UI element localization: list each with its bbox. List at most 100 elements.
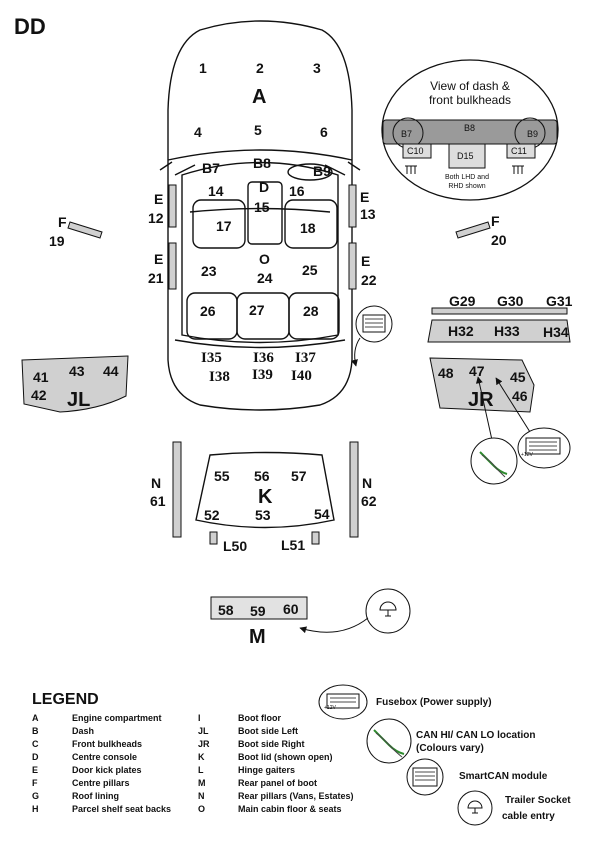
dash-note-1: Both LHD and: [445, 174, 489, 181]
boot-side-left: 41 43 44 42 JL: [21, 355, 129, 413]
label-13: 13: [360, 206, 376, 222]
label-25: 25: [302, 262, 318, 278]
smartcan-inset: [351, 305, 393, 367]
legend-col2: I Boot floor JL Boot side Left JR Boot s…: [198, 713, 354, 814]
legend-can-sub: (Colours vary): [416, 743, 484, 754]
label-area-d: D: [259, 179, 269, 195]
fusebox-icon-lines-jr: [529, 441, 557, 451]
label-22: 22: [361, 272, 377, 288]
legend-desc-b: Dash: [72, 726, 94, 736]
parcel-shelf-shape: [427, 319, 571, 343]
label-3: 3: [313, 60, 321, 76]
legend-desc-l: Hinge gaiters: [238, 765, 295, 775]
legend-can-label: CAN HI/ CAN LO location: [416, 730, 535, 741]
label-41: 41: [33, 369, 49, 385]
label-n-right: N: [362, 475, 372, 491]
smartcan-legend-icon: [406, 758, 444, 796]
legend-key-jr: JR: [198, 739, 210, 749]
label-i35: I35: [201, 350, 222, 366]
can-wire-dark: [481, 454, 506, 478]
legend-key-o: O: [198, 804, 205, 814]
page-title: DD: [14, 14, 46, 39]
centre-pillars: F 19 F 20: [49, 213, 507, 249]
dash-view-title-2: front bulkheads: [429, 93, 511, 107]
smartcan-icon: [362, 314, 386, 333]
dash-view-inset: View of dash & front bulkheads B7 B8 B9 …: [381, 59, 559, 201]
label-h32: H32: [448, 323, 474, 339]
label-57: 57: [291, 468, 307, 484]
can-legend-icon: [366, 718, 412, 764]
legend-desc-n: Rear pillars (Vans, Estates): [238, 791, 354, 801]
label-52: 52: [204, 507, 220, 523]
smartcan-arrow: [351, 337, 361, 367]
boot-side-left-shape: [21, 355, 129, 413]
dash-label-b8: B8: [464, 123, 475, 133]
label-59: 59: [250, 603, 266, 619]
can-arrow-jr: [475, 376, 493, 441]
label-area-a: A: [252, 86, 266, 108]
label-4: 4: [194, 124, 202, 140]
legend-key-d: D: [32, 752, 39, 762]
label-28: 28: [303, 303, 319, 319]
label-23: 23: [201, 263, 217, 279]
hinge-right-shape: [311, 531, 320, 545]
legend-key-m: M: [198, 778, 206, 788]
smartcan-legend-box: [412, 767, 438, 787]
label-56: 56: [254, 468, 270, 484]
fusebox-inset-jr: +12V: [517, 427, 571, 469]
rear-panel-section: 58 59 60 M: [210, 588, 411, 648]
legend-desc-m: Rear panel of boot: [238, 778, 317, 788]
label-e-left-bottom: E: [154, 251, 163, 267]
label-19: 19: [49, 233, 65, 249]
dash-label-b9: B9: [527, 129, 538, 139]
legend-trailer-sub: cable entry: [502, 811, 555, 822]
label-54: 54: [314, 506, 330, 522]
kick-plate-shapes: [168, 184, 357, 290]
seat-front-right: [284, 199, 338, 249]
rear-pillar-right: [349, 441, 359, 538]
b9-highlight: [287, 163, 333, 181]
label-g31: G31: [546, 293, 573, 309]
label-area-o: O: [259, 251, 270, 267]
label-15: 15: [254, 199, 270, 215]
label-e-right-top: E: [360, 189, 369, 205]
legend-key-n: N: [198, 791, 205, 801]
label-area-m: M: [249, 626, 266, 648]
label-21: 21: [148, 270, 164, 286]
label-h34: H34: [543, 324, 569, 340]
label-17: 17: [216, 218, 232, 234]
smartcan-legend-lines: [415, 771, 435, 781]
legend-smartcan-label: SmartCAN module: [459, 771, 548, 782]
label-43: 43: [69, 363, 85, 379]
dash-label-b7: B7: [401, 129, 412, 139]
windscreen-line: [167, 149, 353, 161]
hinge-left-shape: [209, 531, 218, 545]
legend-desc-f: Centre pillars: [72, 778, 130, 788]
c10-box: [402, 143, 432, 159]
kick-plate-e22: [348, 242, 357, 290]
legend-key-g: G: [32, 791, 39, 801]
legend-desc-h: Parcel shelf seat backs: [72, 804, 171, 814]
can-legend-wire-dark: [375, 732, 403, 758]
plus12v-legend: +12V: [324, 705, 336, 711]
legend-key-i: I: [198, 713, 201, 723]
kick-plate-labels: E 12 E 13 E 21 E 22: [148, 189, 377, 288]
legend-col1: A Engine compartment B Dash C Front bulk…: [32, 713, 171, 814]
c11-pins: [512, 165, 524, 174]
label-l51: L51: [281, 537, 305, 553]
fusebox-legend-box: [326, 693, 360, 709]
label-1: 1: [199, 60, 207, 76]
label-44: 44: [103, 363, 119, 379]
car-labels: 1 2 3 A 4 5 6 B7 B8 B9 D 14 15 16 17 18 …: [194, 60, 331, 385]
rear-seat-right: [288, 292, 340, 340]
label-jr: JR: [468, 389, 494, 411]
legend-key-f: F: [32, 778, 38, 788]
kick-plate-e13: [348, 184, 357, 228]
rear-pillar-left: [172, 441, 182, 538]
label-53: 53: [255, 507, 271, 523]
label-26: 26: [200, 303, 216, 319]
legend-desc-k: Boot lid (shown open): [238, 752, 332, 762]
label-n-left: N: [151, 475, 161, 491]
